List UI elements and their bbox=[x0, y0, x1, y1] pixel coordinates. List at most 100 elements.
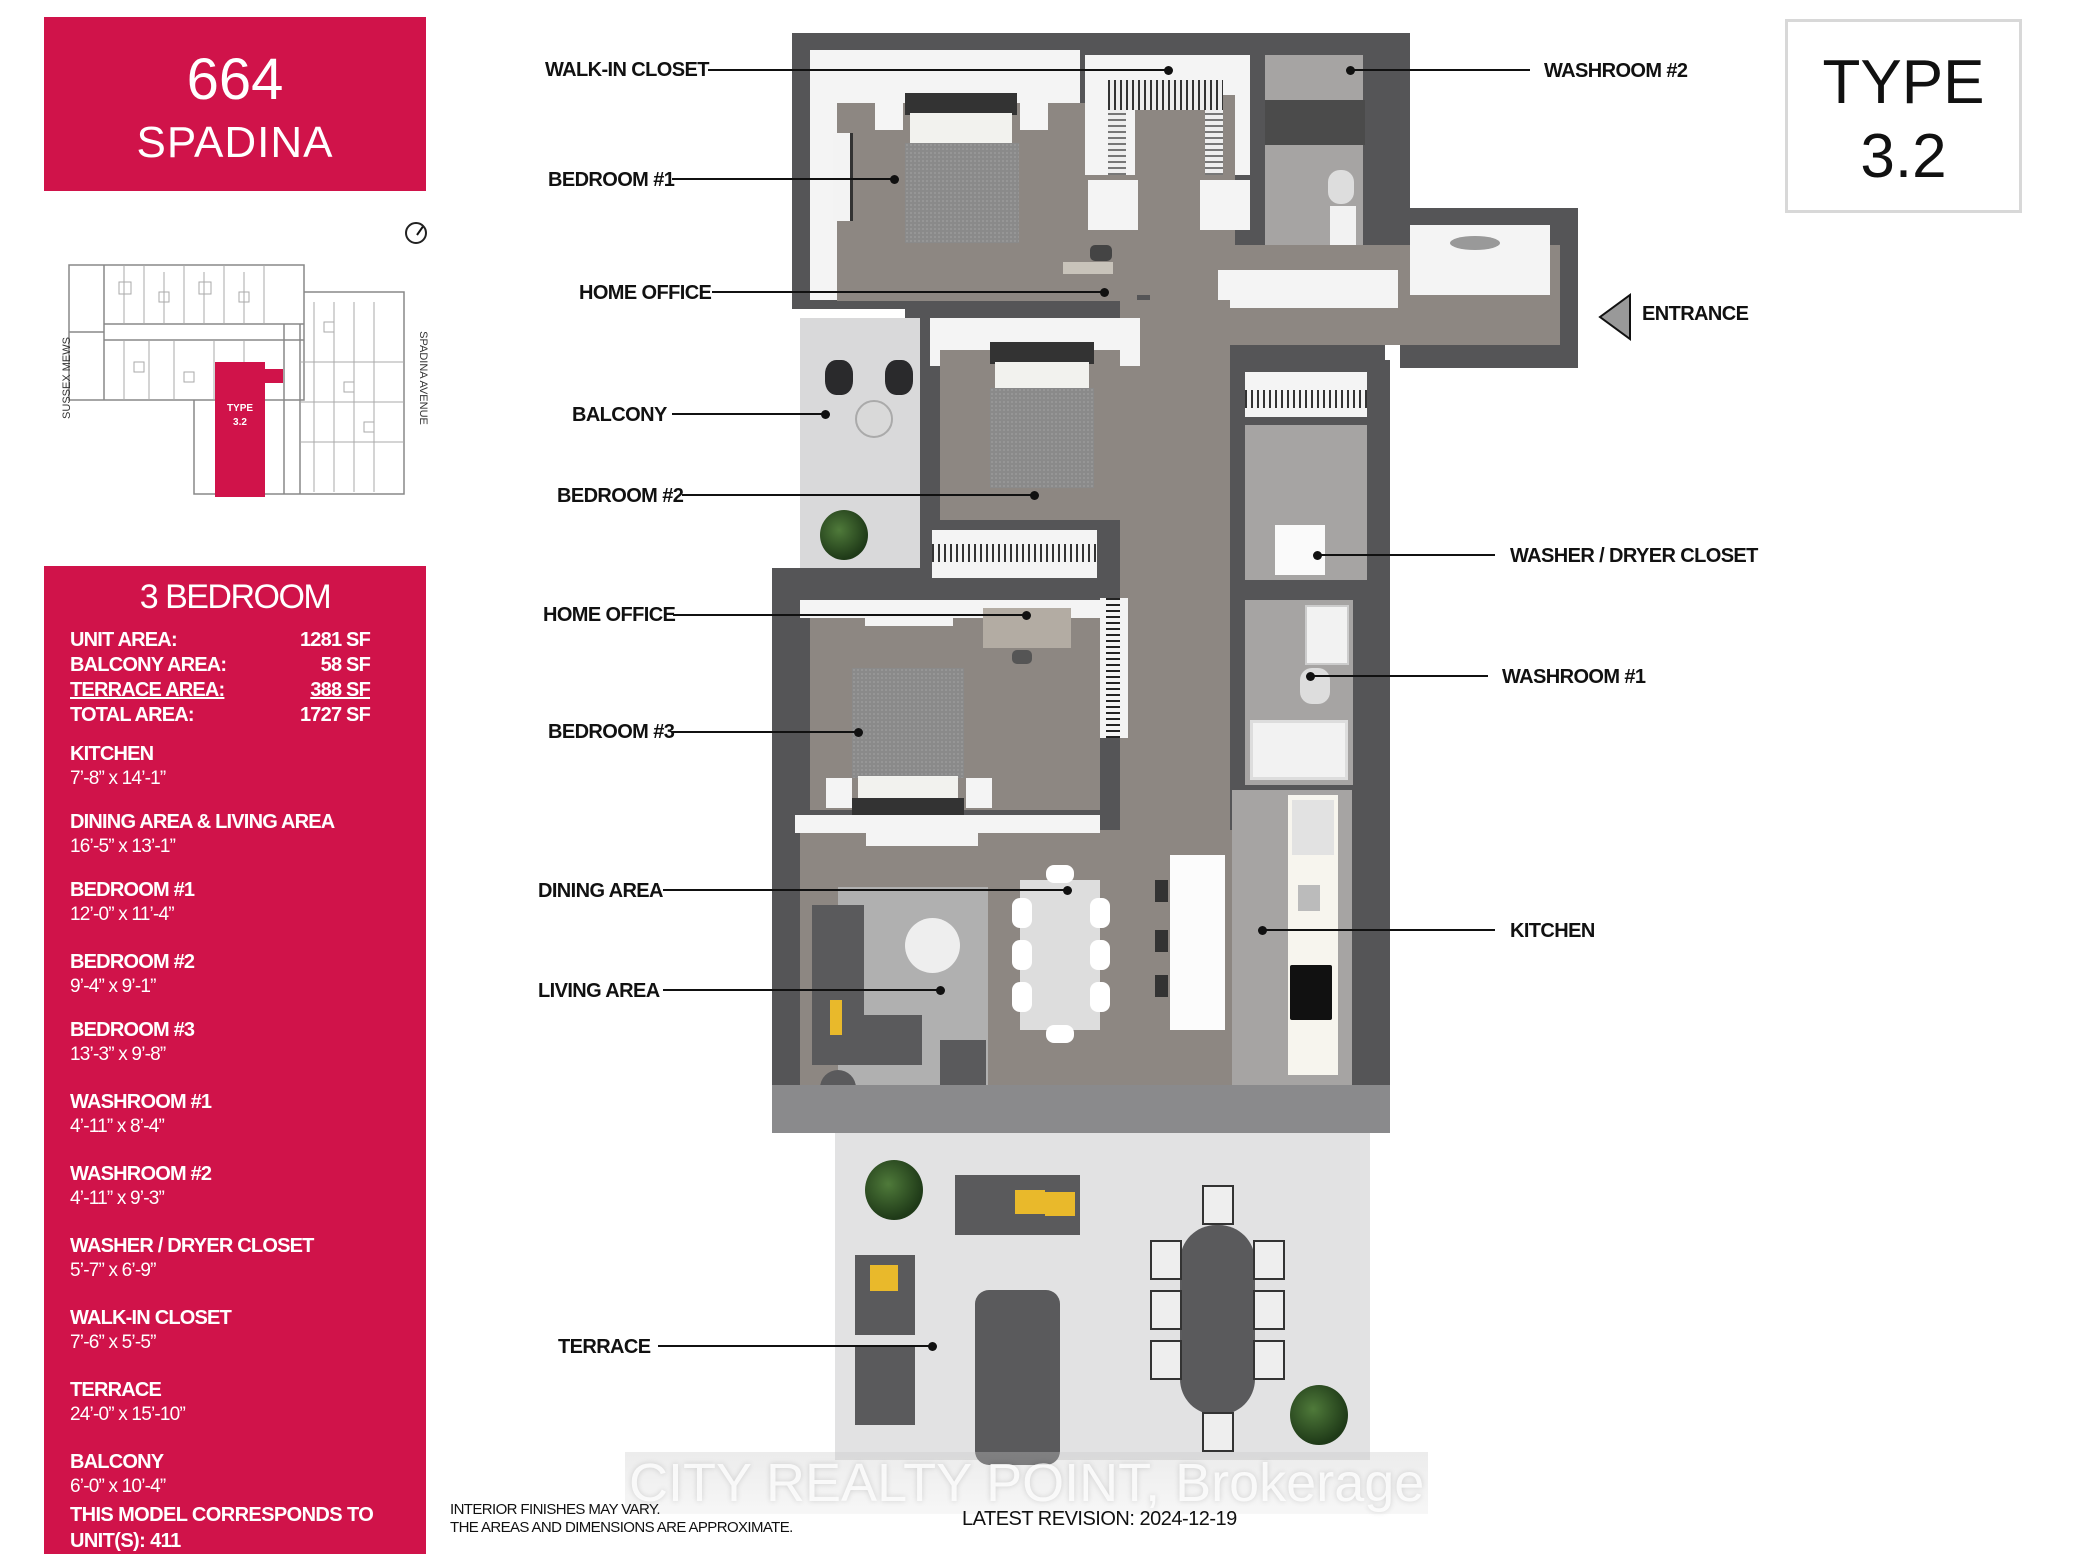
label-dining-area: DINING AREA bbox=[538, 880, 663, 902]
leader-dot bbox=[1346, 66, 1355, 75]
area-row: TERRACE AREA:388 SF bbox=[70, 679, 371, 701]
cushion bbox=[870, 1265, 898, 1291]
terrace-chair bbox=[1150, 1240, 1182, 1280]
bed-1-cover bbox=[905, 143, 1019, 243]
vanity bbox=[1330, 206, 1356, 250]
leader-line bbox=[1262, 929, 1495, 931]
bar-stool bbox=[1155, 880, 1168, 902]
kitchen-sink bbox=[1298, 885, 1320, 911]
closet-hanging-rod bbox=[1108, 80, 1223, 110]
cushion bbox=[1045, 1192, 1075, 1216]
leader-dot bbox=[1306, 672, 1315, 681]
label-living-area: LIVING AREA bbox=[538, 980, 660, 1002]
leader-dot bbox=[821, 410, 830, 419]
plant-icon bbox=[865, 1160, 923, 1220]
closet-door bbox=[1200, 180, 1250, 230]
label-kitchen: KITCHEN bbox=[1510, 920, 1595, 942]
cushion bbox=[1015, 1190, 1045, 1214]
dresser bbox=[833, 133, 853, 221]
kitchen-island bbox=[1170, 855, 1225, 1030]
leader-dot bbox=[928, 1342, 937, 1351]
leader-dot bbox=[1258, 926, 1267, 935]
bar-stool bbox=[1155, 930, 1168, 952]
leader-line bbox=[672, 413, 825, 415]
dining-chair bbox=[1090, 940, 1110, 970]
washer-dryer bbox=[1275, 525, 1325, 575]
dining-chair bbox=[1090, 982, 1110, 1012]
terrace-chair bbox=[1202, 1412, 1234, 1452]
leader-line bbox=[708, 69, 1168, 71]
label-walk-in-closet: WALK-IN CLOSET bbox=[545, 59, 709, 81]
unit-type-word: TYPE bbox=[1822, 48, 1985, 117]
sofa-chaise bbox=[812, 1015, 922, 1065]
terrace-chair bbox=[1150, 1340, 1182, 1380]
plant-icon bbox=[820, 510, 868, 560]
bed-3-headboard bbox=[852, 798, 964, 818]
closet-door bbox=[1088, 180, 1138, 230]
leader-dot bbox=[854, 728, 863, 737]
unit-type-box: TYPE 3.2 bbox=[1785, 19, 2022, 213]
brokerage-watermark: CITY REALTY POINT, Brokerage bbox=[625, 1452, 1429, 1514]
terrace-chair bbox=[1253, 1240, 1285, 1280]
leader-dot bbox=[1164, 66, 1173, 75]
label-bedroom-2: BEDROOM #2 bbox=[557, 485, 684, 507]
plant-icon bbox=[1290, 1385, 1348, 1445]
disclaimer-note: INTERIOR FINISHES MAY VARY. THE AREAS AN… bbox=[450, 1501, 793, 1536]
entry-light bbox=[1450, 236, 1500, 250]
dining-chair bbox=[1012, 898, 1032, 928]
dining-chair bbox=[1046, 865, 1074, 883]
bed-2-cover bbox=[990, 388, 1094, 488]
leader-dot bbox=[1022, 611, 1031, 620]
leader-dot bbox=[1063, 886, 1072, 895]
leader-line bbox=[658, 1345, 932, 1347]
leader-line bbox=[1350, 69, 1530, 71]
leader-line bbox=[682, 494, 1034, 496]
refrigerator bbox=[1292, 800, 1334, 855]
dining-chair bbox=[1012, 982, 1032, 1012]
leader-line bbox=[712, 291, 1104, 293]
bar-stool bbox=[1155, 975, 1168, 997]
bedroom-2-closet bbox=[932, 530, 1097, 578]
nightstand bbox=[826, 778, 852, 808]
bathtub bbox=[1250, 720, 1348, 780]
label-home-office-2: HOME OFFICE bbox=[543, 604, 676, 626]
bed-1-pillows bbox=[910, 113, 1012, 143]
project-name: SPADINA bbox=[136, 118, 334, 167]
terrace-chair bbox=[1253, 1340, 1285, 1380]
bed-2-pillows bbox=[995, 362, 1089, 388]
unit-type-number: 3.2 bbox=[1860, 122, 1947, 191]
dining-chair bbox=[1012, 940, 1032, 970]
leader-line bbox=[1317, 554, 1495, 556]
bed-2-headboard bbox=[990, 342, 1094, 364]
leader-dot bbox=[1030, 491, 1039, 500]
area-row: BALCONY AREA:58 SF bbox=[70, 654, 371, 676]
nightstand bbox=[875, 100, 903, 130]
dining-chair bbox=[1046, 1025, 1074, 1043]
closet-shelves bbox=[1205, 110, 1223, 175]
label-entrance: ENTRANCE bbox=[1642, 303, 1749, 325]
unit-correspondence: THIS MODEL CORRESPONDS TO UNIT(S): 411 bbox=[70, 1504, 374, 1552]
dining-table bbox=[1020, 880, 1100, 1030]
label-washer-dryer-closet: WASHER / DRYER CLOSET bbox=[1510, 545, 1758, 567]
office-chair bbox=[1090, 245, 1112, 261]
leader-line bbox=[672, 178, 894, 180]
label-terrace: TERRACE bbox=[558, 1336, 651, 1358]
label-washroom-1: WASHROOM #1 bbox=[1502, 666, 1646, 688]
building-outline-icon bbox=[68, 264, 405, 497]
area-row: UNIT AREA:1281 SF bbox=[70, 629, 371, 651]
bed-1-headboard bbox=[905, 93, 1017, 115]
leader-line bbox=[672, 731, 858, 733]
foyer-wall-panel bbox=[1218, 270, 1398, 308]
terrace-chair bbox=[1150, 1290, 1182, 1330]
sink bbox=[1305, 605, 1349, 665]
leader-line bbox=[1310, 675, 1488, 677]
key-plan-type-label: TYPE bbox=[226, 403, 254, 414]
